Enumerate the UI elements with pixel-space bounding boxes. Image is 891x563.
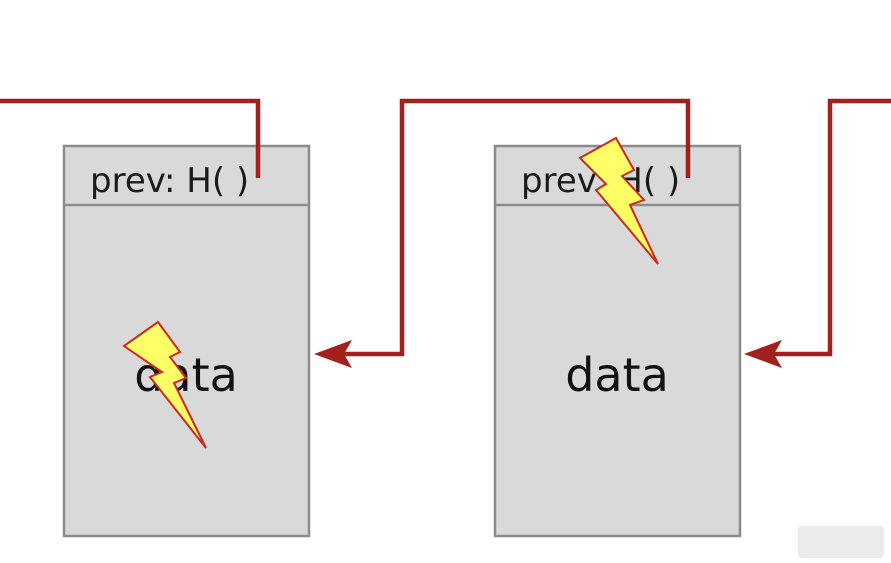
block-1-header: prev: H( )	[90, 161, 249, 201]
tamper-marks	[122, 136, 659, 449]
hash-pointers	[0, 98, 891, 368]
pointer-block-2-to-block-1	[340, 98, 691, 357]
pointer-into-block-1-header	[0, 98, 261, 178]
arrowhead-to-block-2	[744, 340, 782, 368]
watermark	[798, 526, 884, 558]
block-1-frame	[62, 144, 311, 538]
block-2: prev: H( ) data	[493, 144, 742, 538]
watermark-background	[798, 526, 884, 558]
arrowhead-to-block-1	[314, 340, 352, 368]
block-2-data: data	[565, 348, 669, 402]
block-1: prev: H( ) data	[62, 144, 311, 538]
pointer-next-to-block-2	[770, 98, 891, 357]
lightning-bolt-icon	[578, 136, 659, 265]
lightning-bolt-icon	[122, 320, 207, 449]
